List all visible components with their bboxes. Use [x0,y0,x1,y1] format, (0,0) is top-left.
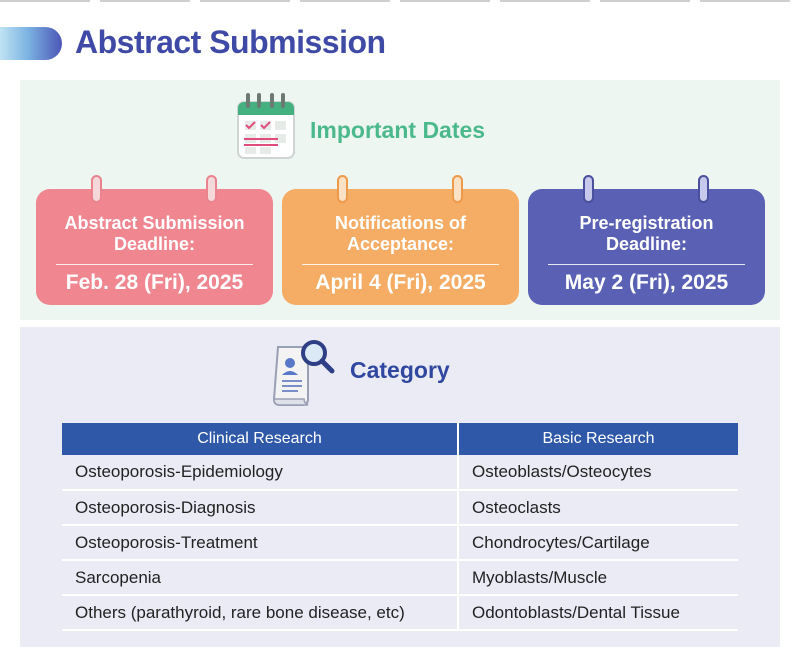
category-panel: Category Clinical Research Basic Researc… [20,327,780,647]
title-accent-bar [0,27,62,60]
category-heading: Category [350,357,450,383]
table-header-row: Clinical Research Basic Research [62,423,738,455]
divider [56,264,253,265]
table-cell: Odontoblasts/Dental Tissue [457,595,738,631]
divider [302,264,499,265]
table-row: Osteoporosis-Treatment Chondrocytes/Cart… [62,525,738,561]
date-card-date: May 2 (Fri), 2025 [564,271,729,294]
important-dates-heading: Important Dates [310,117,486,143]
category-table: Clinical Research Basic Research Osteopo… [62,423,738,631]
table-cell: Others (parathyroid, rare bone disease, … [62,595,458,631]
calendar-ring-icon [452,175,463,203]
table-row: Others (parathyroid, rare bone disease, … [62,595,738,631]
divider [548,264,745,265]
page-title: Abstract Submission [75,24,386,60]
top-divider [0,0,800,2]
calendar-ring-icon [698,175,709,203]
table-row: Sarcopenia Myoblasts/Muscle [62,560,738,596]
date-card-date: Feb. 28 (Fri), 2025 [65,271,244,294]
table-cell: Osteoclasts [457,490,738,526]
column-header-clinical: Clinical Research [62,423,458,455]
calendar-icon [237,93,295,159]
table-cell: Myoblasts/Muscle [457,560,738,596]
table-cell: Osteoporosis-Treatment [62,525,458,561]
calendar-ring-icon [91,175,102,203]
table-cell: Sarcopenia [62,560,458,596]
table-row: Osteoporosis-Epidemiology Osteoblasts/Os… [62,455,738,491]
table-row: Osteoporosis-Diagnosis Osteoclasts [62,490,738,526]
date-card-date: April 4 (Fri), 2025 [315,271,486,294]
table-cell: Osteoblasts/Osteocytes [457,455,738,491]
table-cell: Osteoporosis-Epidemiology [62,455,458,491]
calendar-ring-icon [337,175,348,203]
column-header-basic: Basic Research [457,423,738,455]
document-search-icon [272,340,335,406]
table-cell: Chondrocytes/Cartilage [457,525,738,561]
calendar-ring-icon [206,175,217,203]
calendar-ring-icon [583,175,594,203]
table-cell: Osteoporosis-Diagnosis [62,490,458,526]
